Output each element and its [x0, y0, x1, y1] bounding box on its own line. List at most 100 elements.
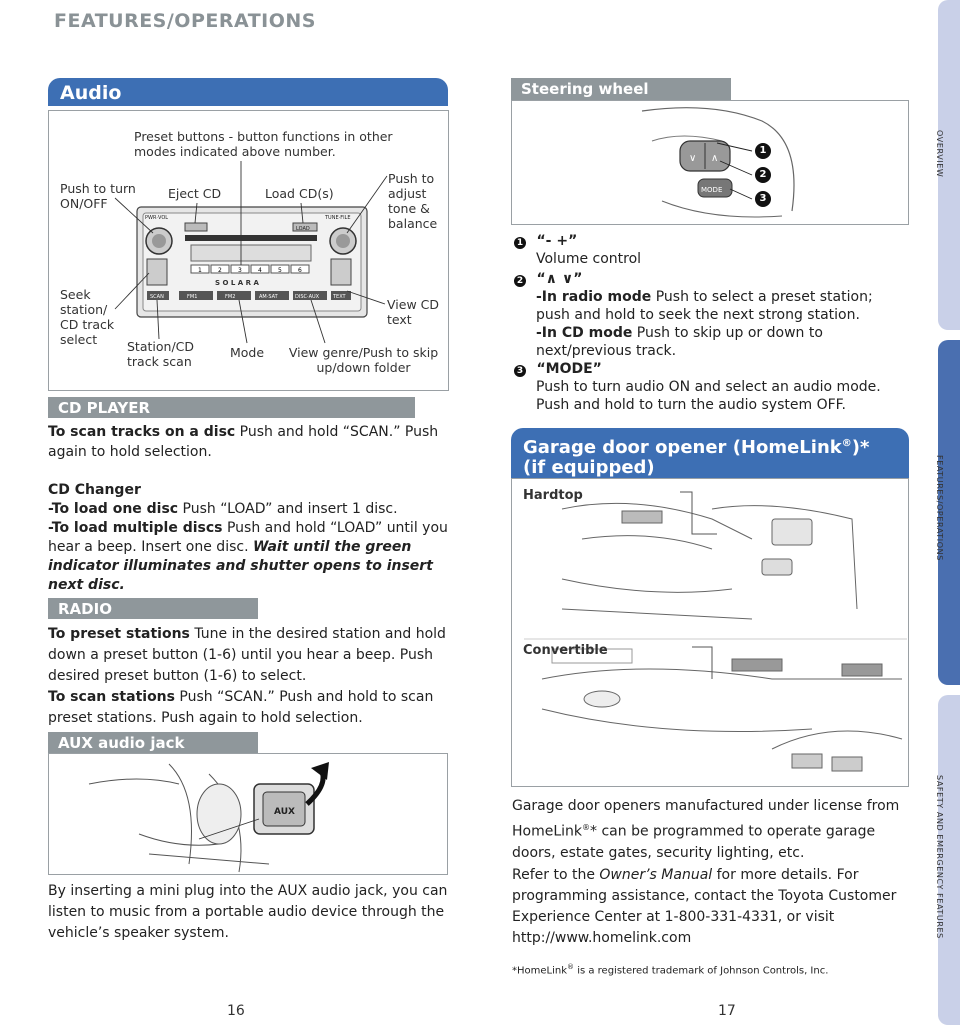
page-number-left: 16: [227, 1003, 245, 1019]
cd-load-multi-text: Push and hold “LOAD” until you hear a be…: [48, 520, 448, 555]
steering-heading: Steering wheel controls: [511, 78, 731, 116]
aux-paragraph: By inserting a mini plug into the AUX au…: [48, 883, 448, 941]
label-view-cd: View CD text: [387, 297, 439, 327]
steer-radio-mode: -In radio mode Push to select a preset s…: [536, 288, 909, 324]
steering-drawing: ∨ ∧ MODE: [641, 107, 795, 218]
steer-radio-bold: -In radio mode: [536, 289, 652, 305]
cd-load-multi-bold: -To load multiple discs: [48, 520, 223, 536]
steer-head-2: “∧ ∨”: [536, 271, 583, 287]
radio-disc-text: DISC·AUX: [295, 294, 320, 300]
label-push-adjust: Push to adjust tone & balance: [388, 171, 438, 231]
garage-title-star: )*: [851, 437, 870, 458]
steering-item-2: 2 “∧ ∨” -In radio mode Push to select a …: [514, 270, 909, 360]
steer-cd-bold: -In CD mode: [536, 325, 633, 341]
steer-head-1: “- +”: [536, 233, 578, 249]
steer-cd-mode: -In CD mode Push to skip up or down to n…: [536, 324, 909, 360]
audio-diagram: LOAD PWR·VOL TUNE·FILE 1 2 3 4 5 6 S O L…: [48, 110, 449, 391]
aux-illustration: AUX: [48, 753, 448, 875]
cd-load-one-bold: -To load one disc: [48, 501, 179, 517]
steer-mode-glyph: MODE: [701, 186, 722, 194]
radio-paragraph: To preset stations Tune in the desired s…: [48, 624, 453, 729]
radio-scan-bold: To scan stations: [48, 689, 175, 705]
callout-2: 2: [755, 167, 771, 183]
garage-title-line2: (if equipped): [523, 457, 655, 478]
radio-am-text: AM·SAT: [259, 294, 279, 300]
side-tabs: [938, 0, 960, 1025]
label-load-cd: Load CD(s): [265, 186, 334, 201]
preset-5: 5: [278, 267, 282, 274]
tab-label-overview: OVERVIEW: [935, 130, 944, 178]
radio-fm2-text: FM2: [225, 294, 235, 300]
tab-features-operations[interactable]: [938, 340, 960, 685]
callout-1: 1: [755, 143, 771, 159]
preset-2: 2: [218, 267, 222, 274]
steering-illustration: ∨ ∧ MODE 1 2 3: [511, 100, 909, 225]
label-mode: Mode: [230, 345, 265, 360]
garage-p2b: for more details. For programming assist…: [512, 867, 897, 946]
radio-brand: S O L A R A: [215, 279, 259, 287]
garage-illustration: Hardtop Convertible: [511, 478, 909, 787]
cd-scan-bold: To scan tracks on a disc: [48, 424, 236, 440]
tab-safety[interactable]: [938, 695, 960, 1025]
steer-text-1: Volume control: [536, 251, 642, 267]
aux-jack-label: AUX: [274, 807, 295, 817]
radio-scan-text-body: Push “SCAN.” Push and hold to scan prese…: [48, 689, 434, 726]
label-seek: Seek station/ CD track select: [60, 287, 115, 347]
radio-pwr-text: PWR·VOL: [145, 215, 168, 221]
cd-scan-text: Push and hold “SCAN.” Push again to hold…: [48, 424, 439, 460]
radio-heading: RADIO: [48, 598, 258, 619]
garage-paragraph-2: Refer to the Owner’s Manual for more det…: [512, 865, 907, 949]
garage-footnote-a: *HomeLink: [512, 965, 568, 977]
radio-scan-text: SCAN: [150, 294, 164, 300]
steer-text-3: Push to turn audio ON and select an audi…: [536, 379, 881, 413]
garage-title-line1: Garage door opener (HomeLink: [523, 437, 842, 458]
garage-p1a: Garage door openers manufactured under l…: [512, 798, 900, 840]
tab-label-features: FEATURES/OPERATIONS: [935, 455, 944, 561]
preset-1: 1: [198, 267, 202, 274]
garage-title-reg: ®: [841, 438, 852, 449]
radio-load-text: LOAD: [296, 226, 310, 232]
steer-down-glyph: ∨: [689, 153, 696, 164]
garage-p2i: Owner’s Manual: [599, 867, 713, 883]
tab-overview[interactable]: [938, 0, 960, 330]
preset-4: 4: [258, 267, 262, 274]
cd-player-heading: CD PLAYER: [48, 397, 415, 418]
steer-num-3: 3: [514, 365, 526, 377]
garage-footnote-b: is a registered trademark of Johnson Con…: [574, 965, 829, 977]
preset-6: 6: [298, 267, 302, 274]
cd-scan-paragraph: To scan tracks on a disc Push and hold “…: [48, 422, 448, 462]
label-preset-buttons: Preset buttons - button functions in oth…: [134, 129, 393, 159]
garage-footnote-sup: ®: [567, 963, 575, 971]
steer-head-3: “MODE”: [536, 361, 602, 377]
page-number-right: 17: [718, 1003, 736, 1019]
radio-preset-bold: To preset stations: [48, 626, 190, 642]
garage-heading: Garage door opener (HomeLink®)* (if equi…: [511, 428, 909, 478]
label-convertible: Convertible: [523, 643, 608, 658]
steering-item-3: 3 “MODE” Push to turn audio ON and selec…: [514, 360, 909, 414]
preset-3: 3: [238, 267, 242, 274]
steering-list: 1 “- +” Volume control 2 “∧ ∨” -In radio…: [514, 232, 909, 414]
label-eject-cd: Eject CD: [168, 186, 222, 201]
garage-p1sup: ®: [582, 823, 591, 832]
cd-load-paragraph: -To load one disc Push “LOAD” and insert…: [48, 500, 458, 595]
garage-paragraph-1: Garage door openers manufactured under l…: [512, 796, 907, 864]
steer-radio-text: Push to select a preset station; push an…: [536, 289, 873, 323]
page-title: FEATURES/OPERATIONS: [54, 10, 316, 32]
label-hardtop: Hardtop: [523, 488, 583, 503]
audio-heading: Audio: [48, 78, 448, 106]
cd-load-one-text: Push “LOAD” and insert 1 disc.: [178, 501, 398, 517]
radio-tune-text: TUNE·FILE: [324, 215, 351, 221]
steer-num-1: 1: [514, 237, 526, 249]
garage-p1b: * can be programmed to operate garage do…: [512, 823, 876, 861]
callout-3: 3: [755, 191, 771, 207]
radio-text-text: TEXT: [332, 294, 347, 300]
label-station-scan: Station/CD track scan: [127, 339, 195, 369]
aux-drawing: AUX: [88, 762, 329, 873]
garage-p2a: Refer to the: [512, 867, 600, 883]
steering-item-1: 1 “- +” Volume control: [514, 232, 909, 268]
garage-drawing: [524, 491, 907, 772]
steer-cd-text: Push to skip up or down to next/previous…: [536, 325, 823, 359]
radio-fm1-text: FM1: [187, 294, 197, 300]
cd-load-multi-italic: Wait until the green indicator illuminat…: [48, 539, 433, 593]
label-view-genre: View genre/Push to skip up/down folder: [288, 345, 439, 375]
